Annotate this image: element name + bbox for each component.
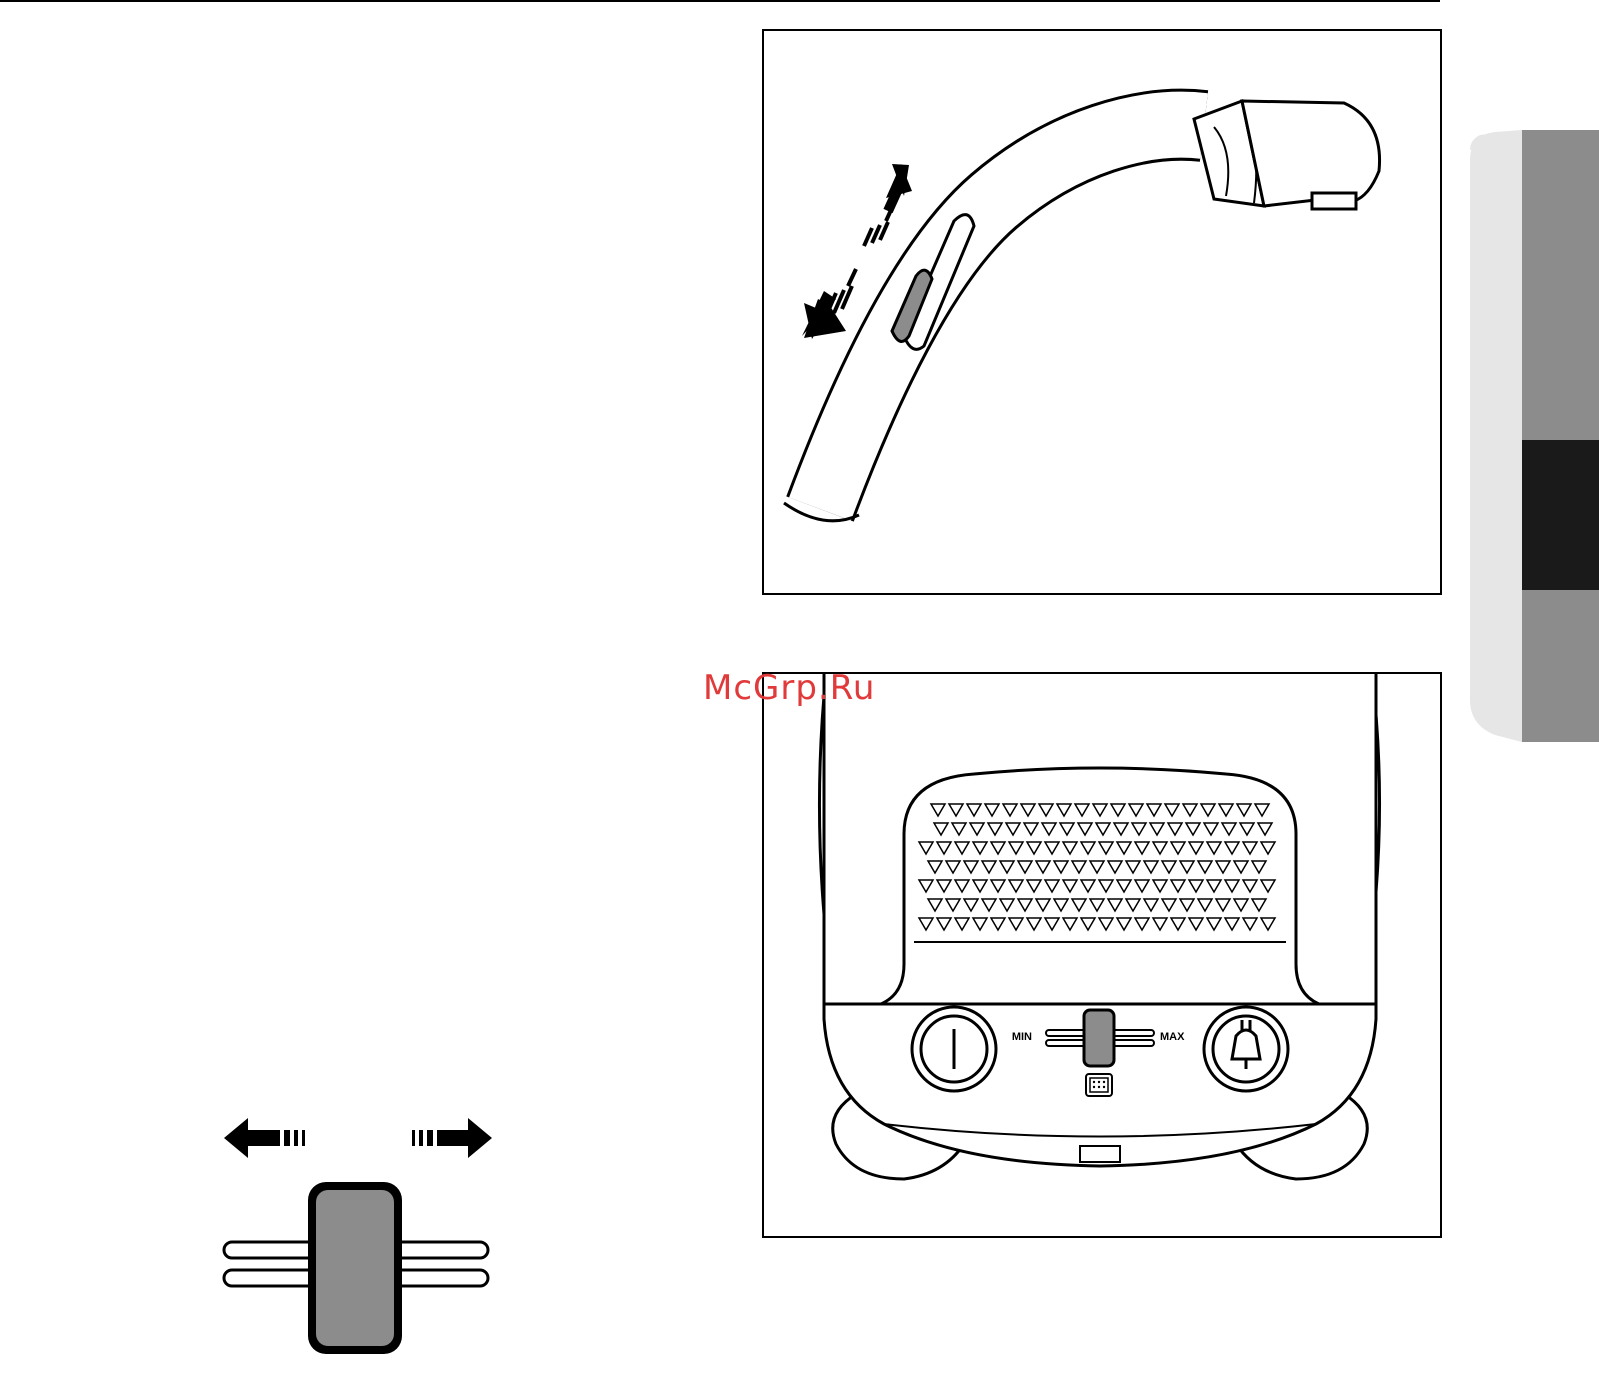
hose-handle-figure (762, 29, 1442, 595)
side-section-tabs (1470, 130, 1599, 750)
max-label: MAX (1160, 1031, 1185, 1043)
top-rule (0, 0, 1440, 2)
vacuum-cleaner-figure: MIN MAX (762, 672, 1442, 1238)
min-label: MIN (1012, 1031, 1032, 1043)
arrow-left-icon (224, 1118, 305, 1158)
watermark: McGrp.Ru (703, 668, 875, 708)
hose-handle-illustration (764, 31, 1440, 593)
side-tabs-graphic (1470, 130, 1599, 750)
slider-knob-icon (308, 1182, 402, 1354)
dust-bag-indicator-icon (1086, 1074, 1112, 1096)
vacuum-cleaner-illustration: MIN MAX (764, 674, 1440, 1236)
arrow-right-icon (412, 1118, 492, 1158)
power-slider-detail-figure (222, 1118, 512, 1378)
power-button-icon (912, 1007, 996, 1091)
active-section-tab (1522, 440, 1599, 590)
cord-rewind-plug-icon (1204, 1007, 1288, 1091)
power-slider-detail-illustration (222, 1118, 512, 1378)
